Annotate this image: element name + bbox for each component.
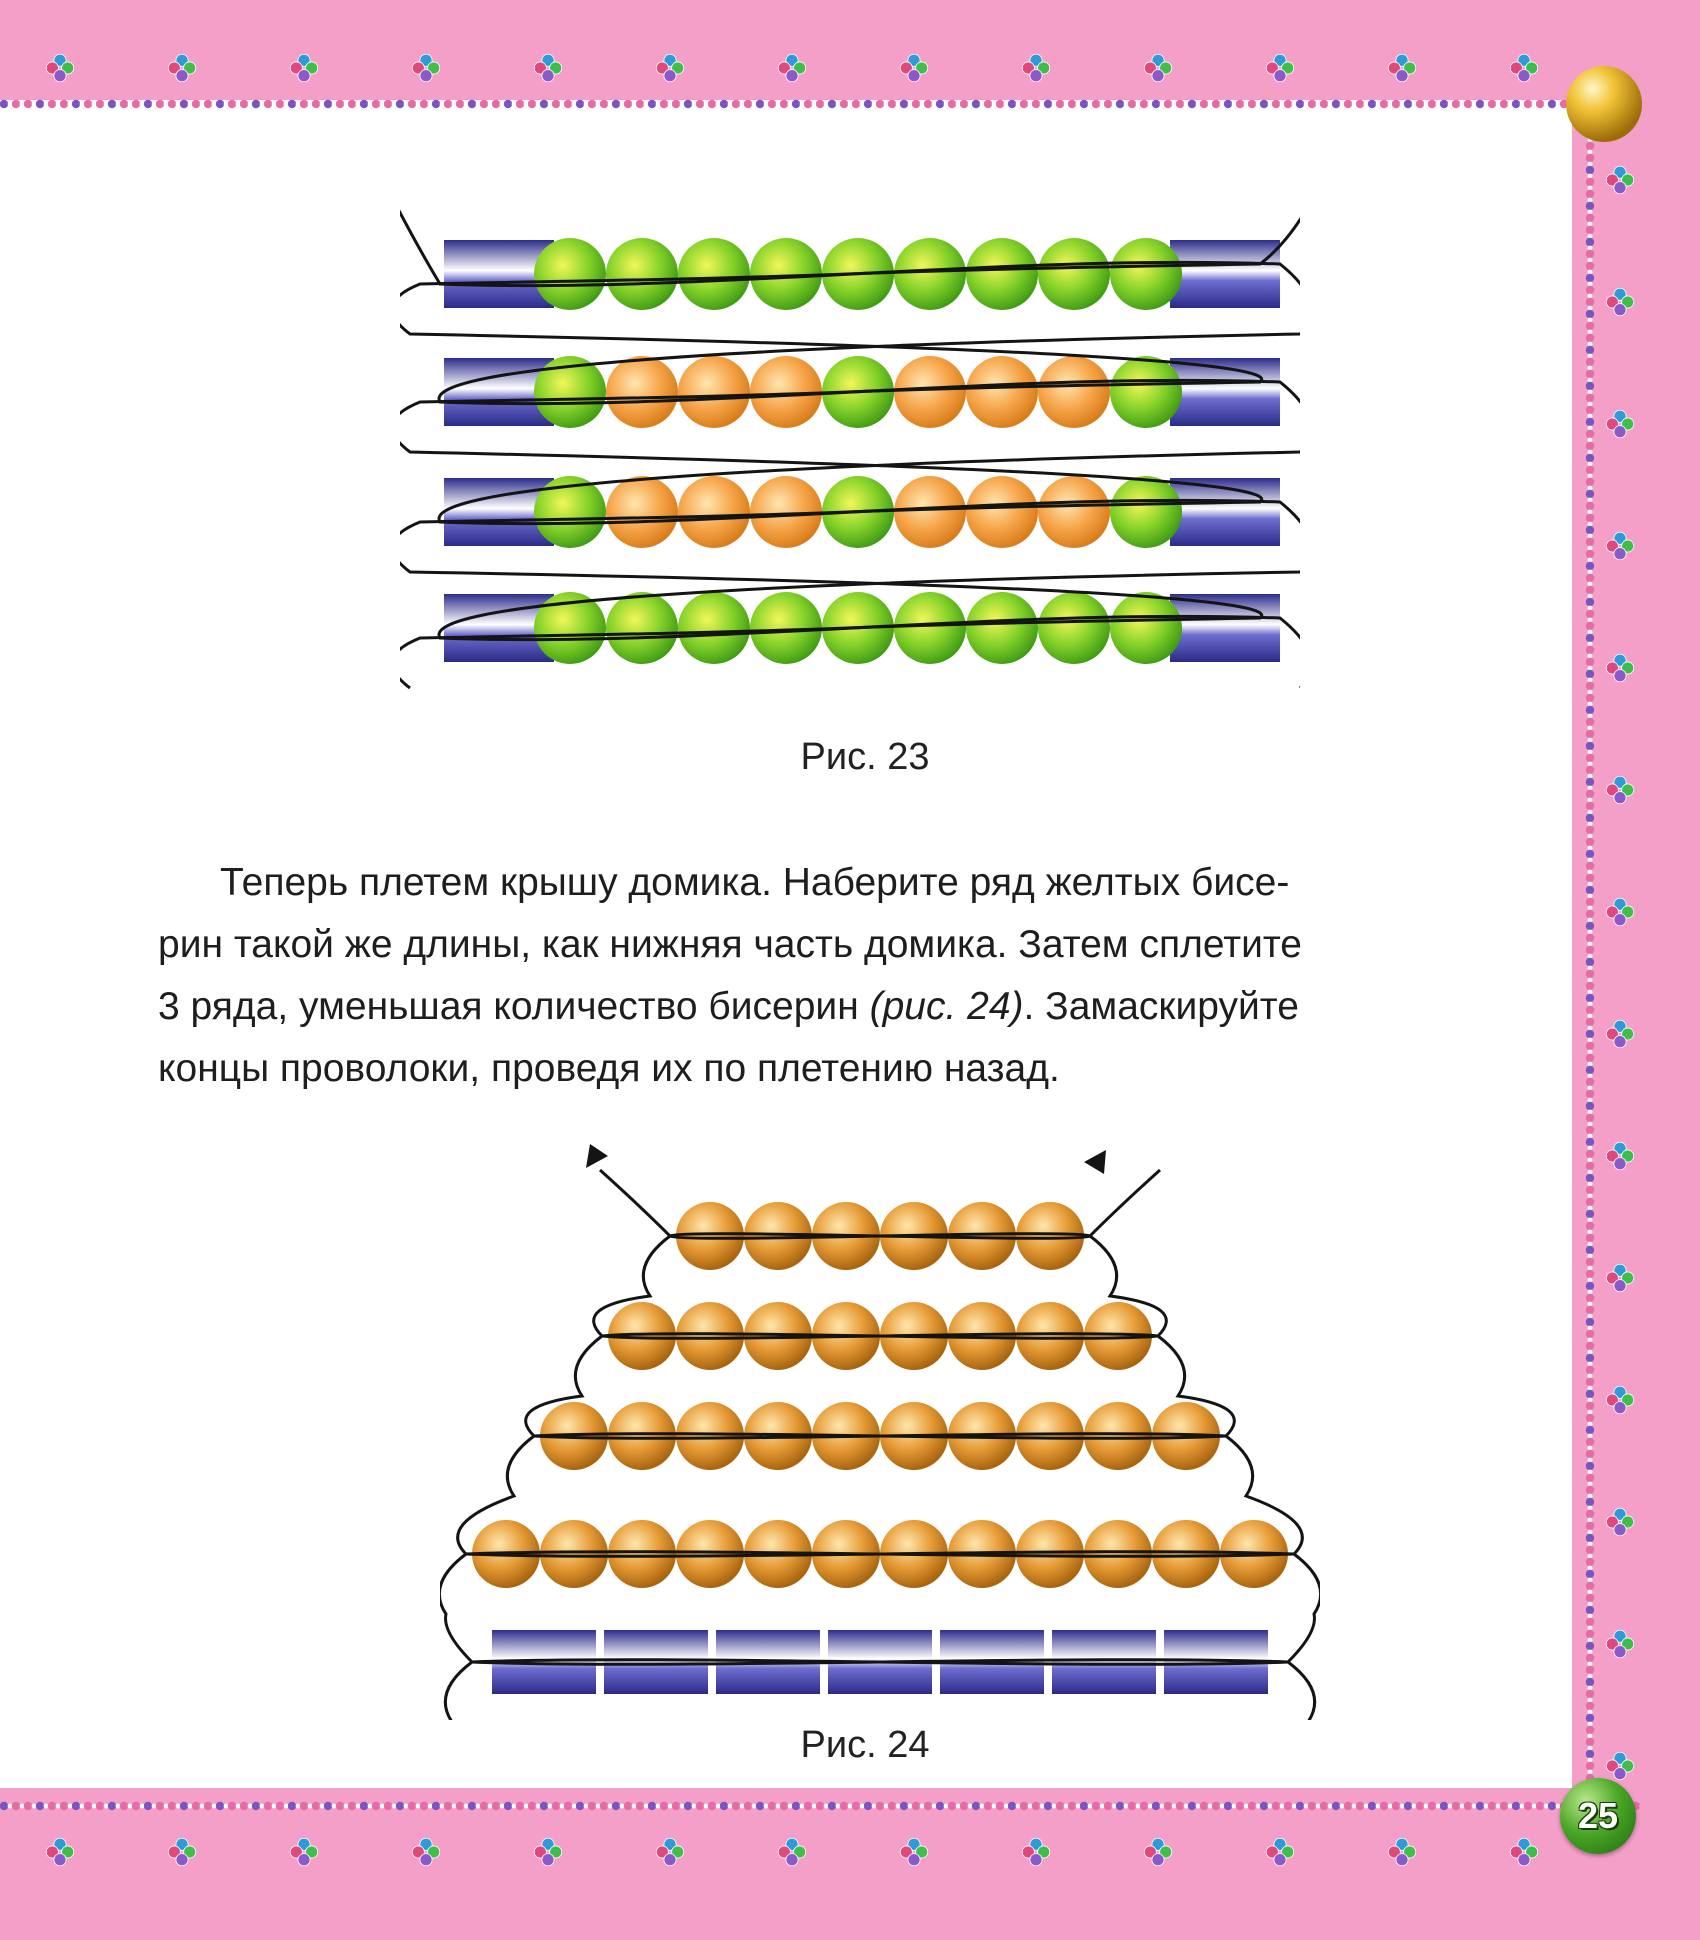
roof-bead <box>676 1302 744 1370</box>
arrowhead-icon <box>1084 1150 1106 1174</box>
beaded-border-bottom <box>0 1788 1640 1908</box>
instruction-paragraph: Теперь плетем крышу домика. Наберите ряд… <box>158 852 1518 1100</box>
bead <box>894 476 966 548</box>
figure-23-diagram <box>340 158 1332 722</box>
base-wire-block <box>604 1630 708 1694</box>
instruction-line-4: концы проволоки, проведя их по плетению … <box>158 1047 1060 1090</box>
bead <box>606 238 678 310</box>
bead <box>606 356 678 428</box>
base-wire-block <box>1052 1630 1156 1694</box>
roof-bead <box>540 1520 608 1588</box>
roof-bead <box>676 1402 744 1470</box>
wire-block-right <box>1170 240 1280 308</box>
roof-bead <box>608 1302 676 1370</box>
page-number: 25 <box>1577 1795 1619 1836</box>
roof-bead <box>676 1520 744 1588</box>
roof-bead <box>1016 1520 1084 1588</box>
roof-bead <box>1084 1402 1152 1470</box>
bead <box>1038 592 1110 664</box>
bead <box>1110 238 1182 310</box>
corner-gold-bead-icon <box>1566 66 1642 142</box>
roof-bead <box>948 1202 1016 1270</box>
beaded-border-top <box>0 40 1640 132</box>
bead <box>894 356 966 428</box>
roof-bead <box>744 1202 812 1270</box>
bead <box>750 356 822 428</box>
bead <box>678 356 750 428</box>
bead <box>894 238 966 310</box>
roof-bead <box>1084 1520 1152 1588</box>
bead <box>678 476 750 548</box>
bead <box>678 238 750 310</box>
bead <box>750 238 822 310</box>
bead <box>1110 592 1182 664</box>
bead <box>1038 476 1110 548</box>
bead <box>966 238 1038 310</box>
instruction-line-3-start: 3 ряда, уменьшая количество бисерин <box>158 985 870 1028</box>
wire-thread <box>437 1168 1317 1723</box>
bead <box>606 476 678 548</box>
bead <box>606 592 678 664</box>
roof-bead <box>608 1520 676 1588</box>
roof-bead <box>744 1302 812 1370</box>
bead <box>966 476 1038 548</box>
bead <box>1110 356 1182 428</box>
bead <box>534 592 606 664</box>
bead <box>534 356 606 428</box>
wire-thread <box>372 161 1313 690</box>
instruction-line-3-end: . Замаскируйте <box>1023 985 1299 1028</box>
roof-bead <box>608 1402 676 1470</box>
roof-bead <box>1016 1402 1084 1470</box>
roof-bead <box>948 1302 1016 1370</box>
instruction-line-2: рин такой же длины, как нижняя часть дом… <box>158 923 1302 966</box>
instruction-line-3: 3 ряда, уменьшая количество бисерин (рис… <box>158 976 1518 1038</box>
roof-bead <box>1016 1302 1084 1370</box>
bead <box>534 476 606 548</box>
bead <box>1110 476 1182 548</box>
bead <box>678 592 750 664</box>
bead <box>1038 356 1110 428</box>
page-number-badge: 25 <box>1560 1778 1636 1854</box>
bead <box>966 356 1038 428</box>
arrowhead-icon <box>586 1144 608 1168</box>
beaded-border-right <box>1576 130 1652 1798</box>
figure-reference: (рис. 24) <box>869 985 1024 1028</box>
roof-bead <box>1084 1302 1152 1370</box>
bead <box>750 592 822 664</box>
roof-bead <box>676 1202 744 1270</box>
bead <box>534 238 606 310</box>
bead <box>1038 238 1110 310</box>
bead <box>894 592 966 664</box>
roof-bead <box>1016 1202 1084 1270</box>
roof-bead <box>1152 1520 1220 1588</box>
bead <box>966 592 1038 664</box>
figure-23-caption: Рис. 23 <box>800 736 930 778</box>
figure-24-diagram <box>437 1140 1323 1723</box>
figure-24-caption: Рис. 24 <box>800 1724 930 1766</box>
bead <box>750 476 822 548</box>
instruction-line-1: Теперь плетем крышу домика. Наберите ряд… <box>220 861 1290 904</box>
